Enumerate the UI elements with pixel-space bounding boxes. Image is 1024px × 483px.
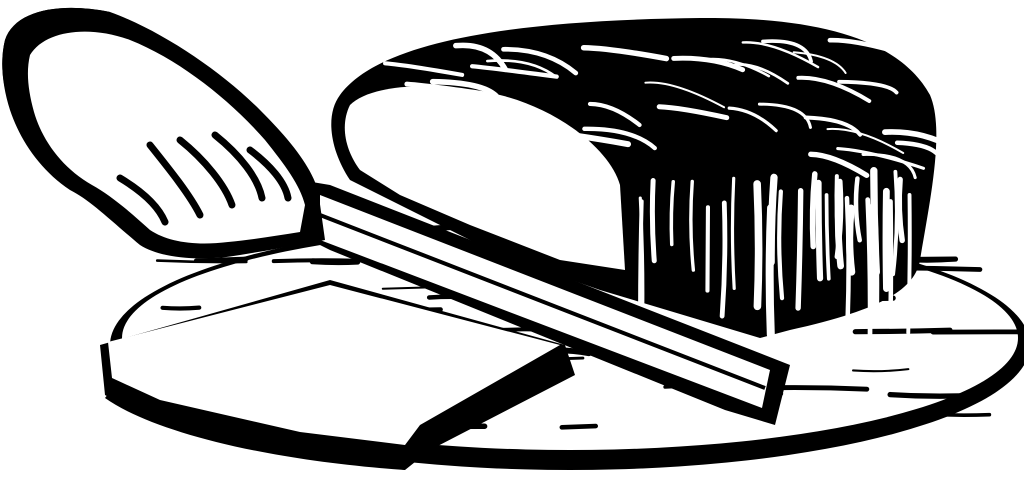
side-crumb-stroke: [891, 169, 899, 277]
wood-grain-stroke: [852, 368, 910, 373]
side-crumb-stroke: [719, 200, 728, 319]
side-crumb-stroke: [870, 167, 881, 276]
crust-highlight-stroke: [453, 42, 509, 73]
crust-highlight-stroke: [826, 127, 905, 154]
crust-highlight-stroke: [582, 126, 657, 151]
crust-highlight-stroke: [827, 37, 924, 62]
crust-highlight-stroke: [434, 106, 491, 127]
knife-blade-edge: [319, 213, 766, 390]
bread-slice: [100, 280, 575, 470]
hand-finger-lines: [116, 131, 292, 226]
wood-grain-stroke: [160, 305, 202, 311]
crust-highlight-stroke: [757, 102, 812, 129]
crust-highlight-stroke: [894, 140, 945, 170]
crust-highlight-stroke: [469, 64, 559, 79]
wood-grain-stroke: [559, 423, 599, 430]
crust-highlight-stroke: [702, 57, 771, 78]
crust-highlight-stroke: [731, 63, 790, 85]
crust-highlight-stroke: [499, 125, 564, 157]
crust-highlight-stroke: [404, 81, 499, 99]
crust-highlight-stroke: [671, 55, 746, 73]
crust-highlight-stroke: [447, 140, 547, 166]
crust-highlight-stroke: [882, 129, 955, 151]
side-crumb-stroke: [730, 176, 736, 291]
crust-highlight-stroke: [761, 39, 813, 64]
side-crumb-stroke: [767, 173, 778, 266]
crust-highlight-stroke: [429, 78, 499, 99]
crust-highlight-stroke: [727, 106, 778, 133]
slice-face: [108, 285, 560, 445]
slice-crust-edge: [105, 385, 405, 470]
wood-grain-stroke: [779, 385, 870, 392]
hand: [2, 7, 325, 259]
crust-highlight-stroke: [656, 104, 730, 121]
crust-highlight-stroke: [399, 115, 473, 139]
bread-loaf: [331, 17, 955, 339]
side-crumb-stroke: [689, 179, 696, 272]
side-crumb-stroke: [865, 197, 873, 337]
crust-highlight-stroke: [861, 152, 917, 180]
side-crumb-stroke: [824, 193, 831, 281]
loaf-side-texture: [638, 167, 912, 339]
loaf-crust-texture: [381, 37, 955, 180]
crust-highlight-stroke: [796, 75, 872, 103]
crust-highlight-stroke: [485, 59, 558, 79]
crust-highlight-stroke: [837, 79, 899, 95]
crust-highlight-stroke: [580, 44, 670, 62]
crust-highlight-stroke: [537, 128, 632, 148]
wood-grain-stroke: [887, 391, 983, 399]
crust-highlight-stroke: [808, 151, 870, 178]
side-crumb-stroke: [638, 199, 644, 325]
wood-grain-stroke: [915, 411, 992, 418]
side-crumb-stroke: [809, 171, 818, 250]
side-crumb-stroke: [669, 179, 675, 247]
side-crumb-stroke: [834, 181, 845, 270]
crust-highlight-stroke: [426, 96, 478, 113]
crust-highlight-stroke: [741, 41, 820, 69]
cuff-band: [2, 7, 115, 110]
side-crumb-stroke: [906, 193, 912, 335]
crust-highlight-stroke: [383, 61, 465, 77]
crust-highlight-stroke: [587, 101, 642, 128]
hand-skin: [27, 31, 305, 244]
side-crumb-stroke: [753, 180, 763, 311]
side-crumb-stroke: [845, 204, 856, 276]
wood-grain-stroke: [193, 256, 249, 263]
side-crumb-stroke: [853, 176, 862, 243]
side-crumb-stroke: [649, 178, 657, 264]
crust-highlight-stroke: [644, 81, 726, 109]
side-crumb-stroke: [777, 189, 785, 301]
side-crumb-stroke: [815, 179, 824, 282]
crust-highlight-stroke: [792, 51, 847, 74]
side-crumb-stroke: [896, 176, 905, 244]
side-crumb-stroke: [795, 188, 804, 311]
crust-highlight-stroke: [501, 46, 579, 76]
wood-grain-stroke: [309, 258, 361, 266]
knife: [300, 180, 790, 425]
side-crumb-stroke: [888, 199, 894, 327]
